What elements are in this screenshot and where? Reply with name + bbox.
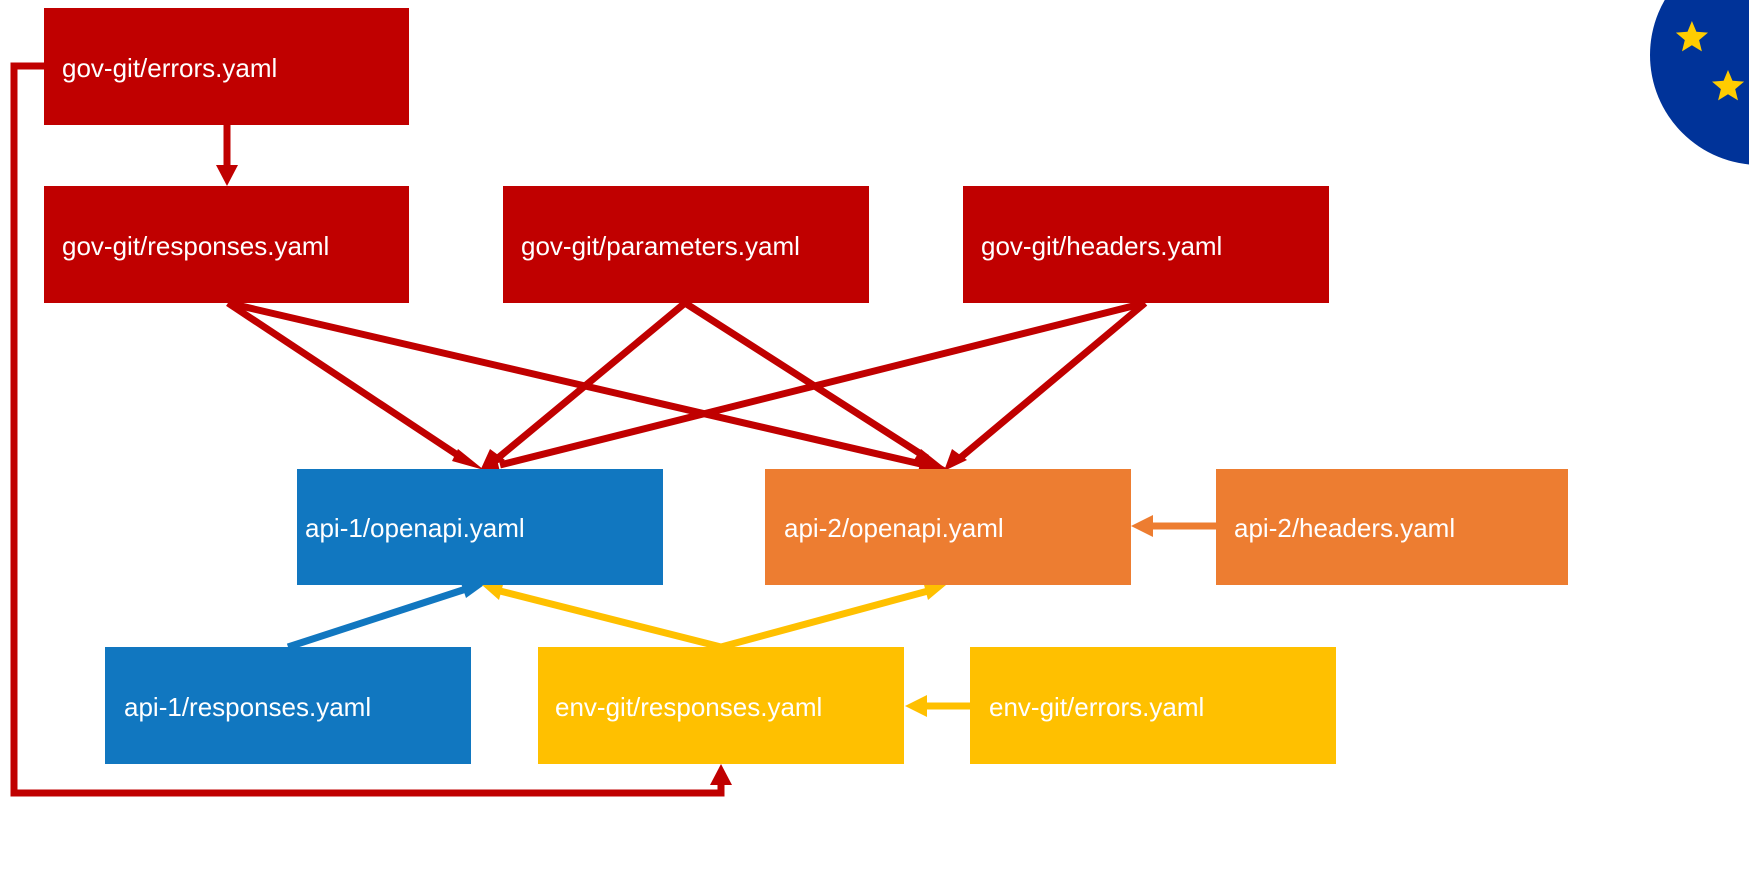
node-env-errors[interactable]: env-git/errors.yaml bbox=[970, 647, 1336, 764]
node-api1-responses-box bbox=[105, 647, 471, 764]
node-gov-headers-label: gov-git/headers.yaml bbox=[981, 231, 1222, 261]
node-api1-openapi-label: api-1/openapi.yaml bbox=[305, 513, 525, 543]
node-gov-errors-box bbox=[44, 8, 409, 125]
node-gov-errors[interactable]: gov-git/errors.yaml bbox=[44, 8, 409, 125]
node-api1-openapi[interactable]: api-1/openapi.yaml bbox=[297, 469, 663, 585]
node-gov-responses-label: gov-git/responses.yaml bbox=[62, 231, 329, 261]
edge-gov-errors-to-env-responses bbox=[10, 62, 725, 797]
node-api2-headers[interactable]: api-2/headers.yaml bbox=[1216, 469, 1568, 585]
node-env-responses-label: env-git/responses.yaml bbox=[555, 692, 822, 722]
node-api1-responses[interactable]: api-1/responses.yaml bbox=[105, 647, 471, 764]
node-api1-responses-label: api-1/responses.yaml bbox=[124, 692, 371, 722]
node-gov-errors-label: gov-git/errors.yaml bbox=[62, 53, 277, 83]
arrowhead bbox=[710, 764, 732, 785]
node-api2-openapi-box bbox=[765, 469, 1131, 585]
edge-gov-headers-to-api1-openapi bbox=[499, 299, 1146, 469]
arrowhead bbox=[905, 695, 927, 717]
edge-gov-responses-to-api1-openapi bbox=[226, 300, 467, 463]
edge-gov-parameters-to-api2-openapi bbox=[683, 300, 929, 461]
edge-gov-responses-to-api2-openapi bbox=[227, 299, 926, 469]
nodes: gov-git/errors.yaml gov-git/responses.ya… bbox=[44, 8, 1568, 764]
node-env-errors-box bbox=[970, 647, 1336, 764]
node-api2-headers-label: api-2/headers.yaml bbox=[1234, 513, 1455, 543]
node-gov-headers-box bbox=[963, 186, 1329, 303]
edge-env-responses-to-api2-openapi bbox=[720, 587, 929, 651]
node-gov-headers[interactable]: gov-git/headers.yaml bbox=[963, 186, 1329, 303]
arrowhead bbox=[482, 581, 504, 600]
node-api1-openapi-box bbox=[297, 469, 663, 585]
eu-flag-emblem bbox=[1650, 0, 1749, 165]
arrowhead bbox=[480, 455, 500, 472]
edge-gov-headers-to-api2-openapi bbox=[957, 300, 1148, 461]
node-env-responses[interactable]: env-git/responses.yaml bbox=[538, 647, 904, 764]
star-icon bbox=[1675, 21, 1708, 52]
edge-gov-parameters-to-api1-openapi bbox=[495, 300, 688, 461]
node-api2-openapi-label: api-2/openapi.yaml bbox=[784, 513, 1004, 543]
arrowhead bbox=[923, 581, 946, 600]
eu-emblem-circle bbox=[1650, 0, 1749, 165]
edges bbox=[10, 62, 1216, 797]
arrowhead bbox=[1131, 515, 1153, 537]
node-api2-openapi[interactable]: api-2/openapi.yaml bbox=[765, 469, 1131, 585]
edge-api1-responses-to-api1-openapi bbox=[286, 585, 468, 651]
node-gov-responses-box bbox=[44, 186, 409, 303]
edge-env-responses-to-api1-openapi bbox=[499, 587, 722, 651]
arrowhead bbox=[914, 449, 946, 469]
node-gov-parameters-label: gov-git/parameters.yaml bbox=[521, 231, 800, 261]
node-gov-parameters-box bbox=[503, 186, 869, 303]
node-gov-parameters[interactable]: gov-git/parameters.yaml bbox=[503, 186, 869, 303]
node-gov-responses[interactable]: gov-git/responses.yaml bbox=[44, 186, 409, 303]
node-env-errors-label: env-git/errors.yaml bbox=[989, 692, 1204, 722]
star-icon bbox=[1712, 70, 1745, 101]
arrowhead bbox=[944, 449, 967, 471]
eu-emblem-stars bbox=[1675, 21, 1745, 101]
node-api2-headers-box bbox=[1216, 469, 1568, 585]
node-env-responses-box bbox=[538, 647, 904, 764]
arrowhead bbox=[216, 165, 238, 186]
arrowhead bbox=[452, 449, 484, 470]
